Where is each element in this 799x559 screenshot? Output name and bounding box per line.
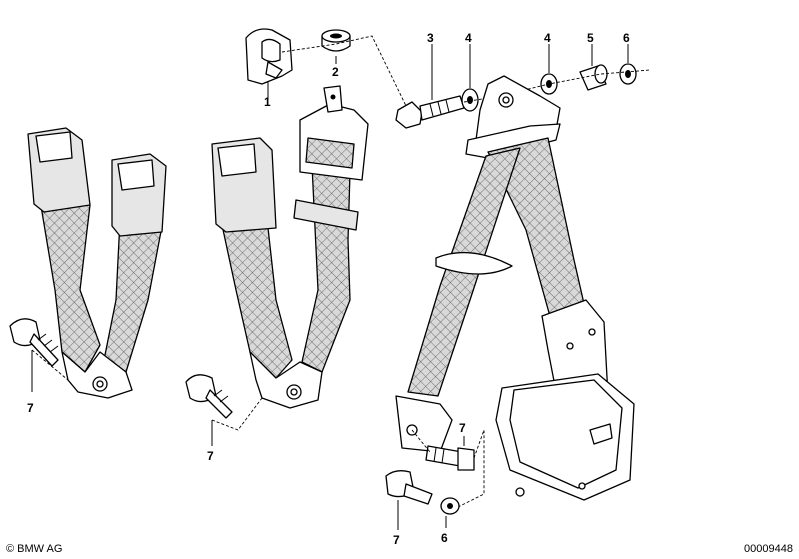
buckle-tongue-middle [211,85,369,409]
clip-part-1 [245,28,293,85]
washer-part-4-left [461,88,479,112]
bolt-7-middle [185,374,233,419]
bolt-part-3 [395,95,465,129]
callout-4-right: 4 [544,31,551,45]
automatic-belt-retractor [395,75,635,501]
bushing-part-2 [321,29,351,52]
nut-part-6-top [619,63,637,85]
drawing-number: 00009448 [744,543,793,555]
callout-6-top: 6 [623,31,630,45]
buckle-pair-left [27,127,167,399]
callout-1: 1 [264,95,271,109]
callout-2: 2 [332,65,339,79]
bolt-7-right-lower [385,470,433,505]
callout-7-left: 7 [27,401,34,415]
callout-7-right-upper: 7 [459,421,466,435]
callout-4-left: 4 [465,31,472,45]
callout-7-right-lower: 7 [393,533,400,547]
callout-6-bottom: 6 [441,531,448,545]
callout-5: 5 [587,31,594,45]
spacer-part-5 [579,64,608,91]
nut-part-6-bottom [440,497,460,515]
callout-7-middle: 7 [207,449,214,463]
bolt-7-left [9,318,59,367]
copyright-text: © BMW AG [6,543,62,555]
bolt-7-right-upper [425,445,475,471]
callout-3: 3 [427,31,434,45]
washer-part-4-right [540,73,558,95]
